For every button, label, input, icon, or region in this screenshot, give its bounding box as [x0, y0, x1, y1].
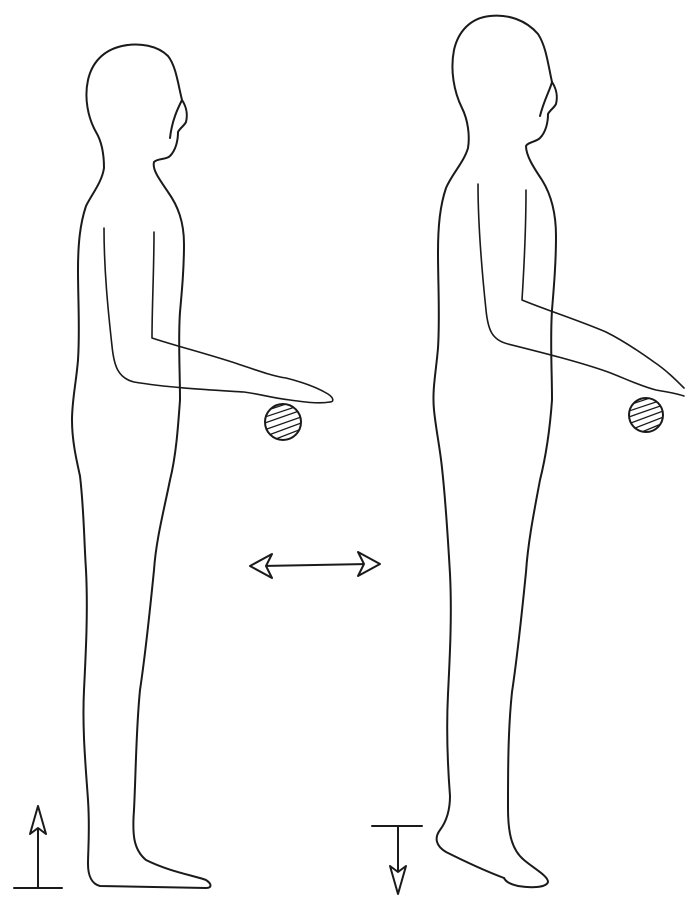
heel-down-arrow-icon	[372, 826, 422, 894]
standing-figure-right	[433, 16, 684, 888]
figure-right-front-outline	[504, 82, 557, 887]
figure-left-arm-back	[104, 228, 330, 403]
ball-right	[626, 396, 666, 440]
heel-up-arrow-icon	[14, 806, 62, 888]
transition-double-arrow-icon	[250, 552, 380, 578]
figure-left-front-outline	[133, 100, 210, 888]
figure-right-arm-front	[522, 190, 684, 388]
standing-figure-left	[72, 44, 333, 888]
figure-right-arm-back	[478, 184, 684, 396]
figure-left-back-outline	[72, 44, 206, 888]
figure-right-back-outline	[433, 16, 552, 878]
ball-left	[262, 402, 304, 446]
